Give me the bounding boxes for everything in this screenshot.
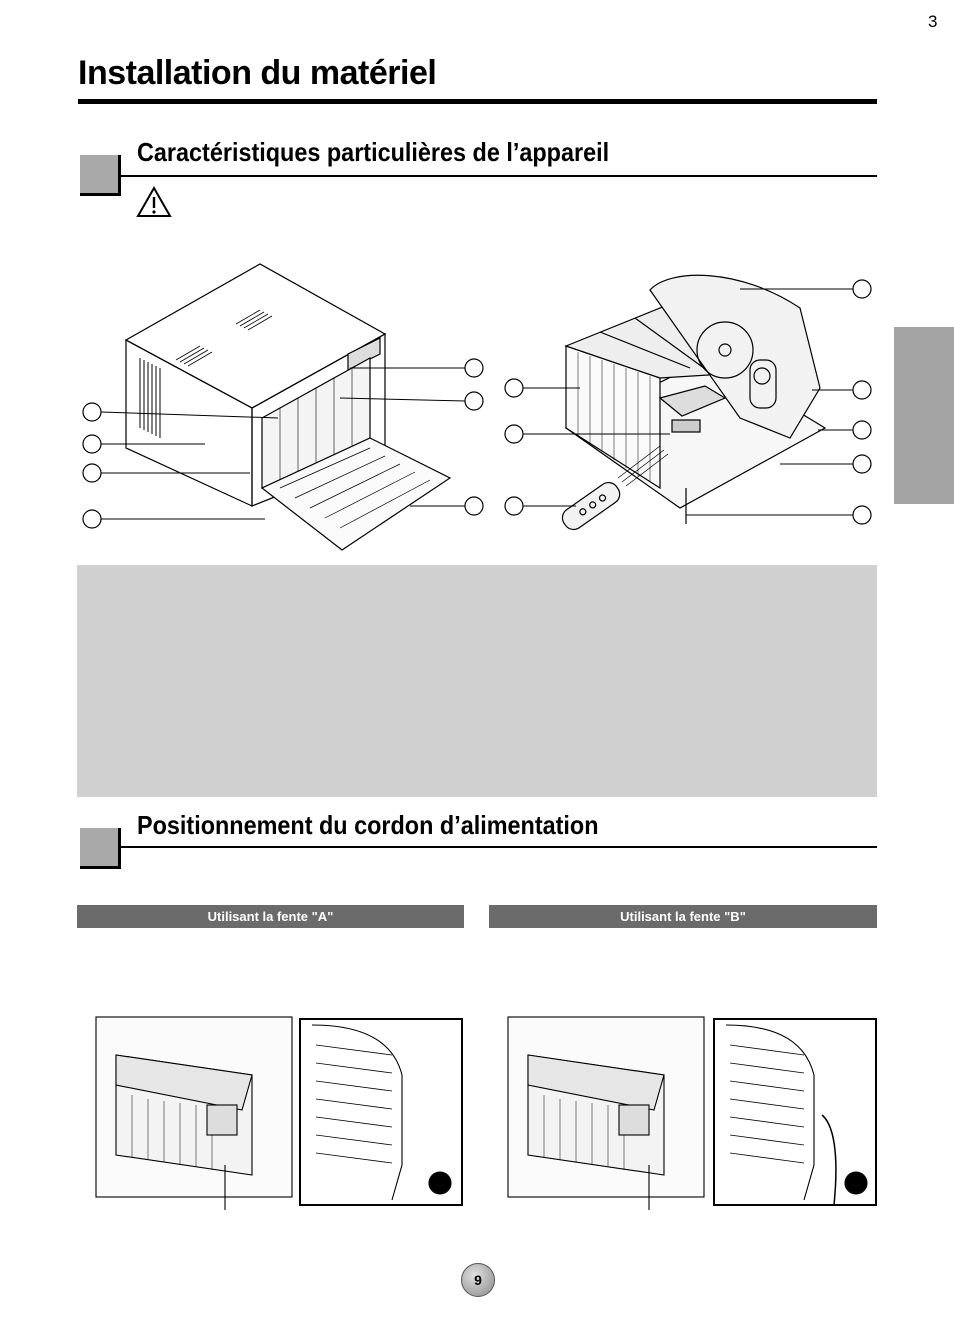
section-title-features: Caractéristiques particulières de l’appa… (137, 137, 610, 167)
slot-b-illustration (507, 1016, 877, 1210)
chassis-illustration (504, 274, 872, 531)
unit-front-illustration (82, 263, 484, 551)
section-marker-1 (80, 155, 121, 196)
slot-a-illustration (95, 1016, 463, 1210)
section-title-power-cord: Positionnement du cordon d’alimentation (137, 810, 599, 840)
slot-a-label: Utilisant la fente "A" (77, 905, 464, 928)
slot-b-label: Utilisant la fente "B" (489, 905, 877, 928)
side-tab (894, 327, 954, 504)
page-number: 3 (928, 12, 938, 31)
section-rule-1 (120, 175, 877, 177)
warning-triangle-icon (136, 185, 172, 217)
info-panel (77, 565, 877, 797)
title-rule (78, 99, 877, 104)
section-rule-2 (120, 846, 877, 848)
section-marker-2 (80, 828, 121, 869)
page-title: Installation du matériel (78, 54, 437, 92)
footer-page-number: 9 (461, 1263, 495, 1297)
